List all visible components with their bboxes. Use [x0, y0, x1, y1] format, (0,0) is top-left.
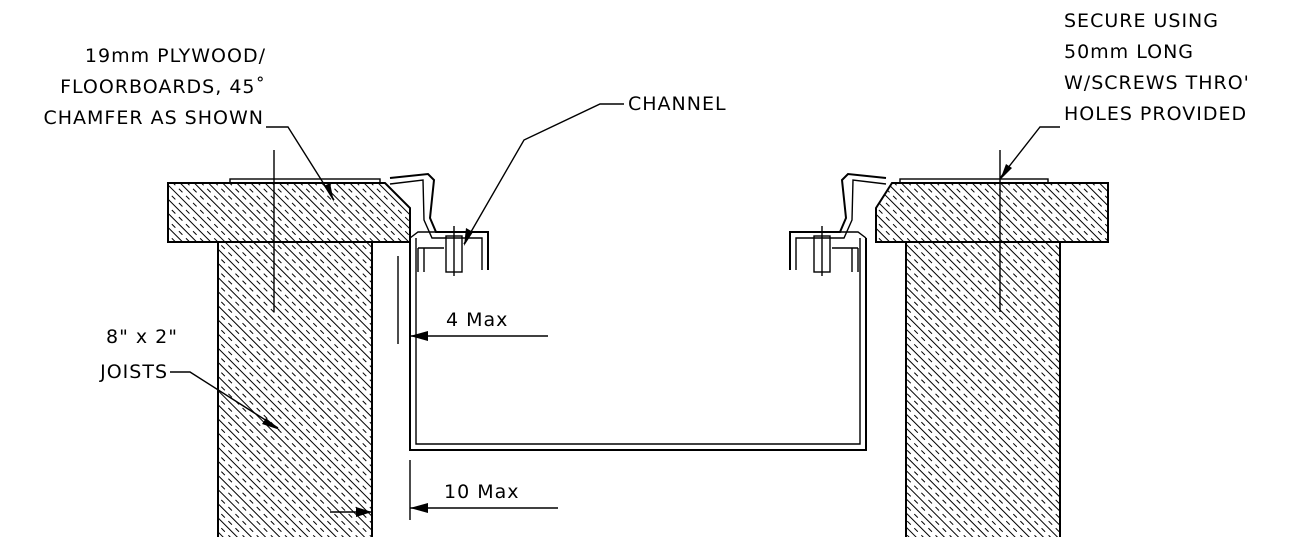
right-channel-wall-top: [840, 231, 867, 239]
joists-leader: [170, 371, 279, 429]
dim-bottom-label: 10 Max: [444, 481, 520, 503]
plywood-label-line-3: CHAMFER AS SHOWN: [43, 107, 264, 129]
channel-leader-arrow: [464, 228, 473, 246]
left-inner-bracket: [417, 247, 444, 272]
secure-label-line-3: W/SCREWS THRO': [1064, 72, 1250, 94]
secure-label-line-1: SECURE USING: [1064, 10, 1219, 32]
secure-label-line-4: HOLES PROVIDED: [1064, 103, 1247, 125]
secure-leader: [999, 126, 1060, 179]
left-joist: [217, 241, 373, 537]
left-floorboard: [167, 182, 411, 243]
plywood-label-line-1: 19mm PLYWOOD/: [85, 45, 266, 67]
plywood-leader-arrow: [324, 183, 334, 202]
channel-body-inner: [415, 238, 861, 445]
dim-top-arrow: [410, 331, 428, 341]
dim-top-label: 4 Max: [446, 309, 508, 331]
joists-leader-arrow: [262, 418, 280, 430]
secure-leader-arrow: [1000, 164, 1012, 180]
left-channel-wall-top: [409, 231, 436, 239]
left-cover-strip: [229, 178, 381, 184]
secure-label-line-2: 50mm LONG: [1064, 41, 1194, 63]
joists-label-line-2: JOISTS: [99, 361, 168, 383]
right-channel-lip: [789, 172, 887, 270]
plywood-label-line-2: FLOORBOARDS, 45˚: [60, 76, 266, 98]
channel-leader: [463, 103, 624, 245]
right-channel-lip-inner: [795, 179, 887, 270]
channel-body: [409, 238, 867, 451]
right-inner-bracket: [832, 247, 859, 272]
left-channel-lip-inner: [389, 179, 483, 270]
right-floorboard: [875, 182, 1109, 243]
channel-label: CHANNEL: [628, 93, 727, 115]
right-cover-strip: [899, 178, 1049, 184]
left-channel-lip: [389, 172, 489, 270]
joists-label-line-1: 8" x 2": [106, 326, 178, 348]
dim-bottom-arrow: [410, 503, 428, 513]
plywood-leader: [266, 126, 335, 201]
right-joist: [905, 241, 1061, 537]
joist-edge-arrow: [356, 507, 372, 517]
